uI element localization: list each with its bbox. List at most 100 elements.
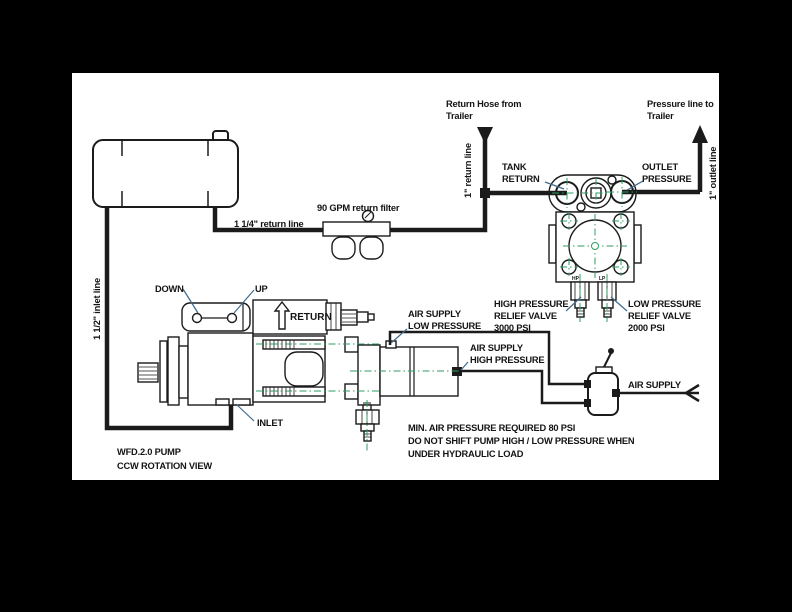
inlet-label: INLET bbox=[257, 418, 283, 428]
air-shift-cylinder bbox=[256, 340, 468, 452]
down-port bbox=[191, 312, 203, 324]
pump-id-label-2: CCW ROTATION VIEW bbox=[117, 461, 212, 471]
return-fitting-tip bbox=[367, 313, 375, 321]
hydraulic-lines bbox=[104, 125, 708, 431]
down-label: DOWN bbox=[155, 284, 184, 294]
down-leader bbox=[182, 288, 199, 314]
cylinder-centerlines bbox=[256, 343, 468, 452]
air-supply-arrow-icon bbox=[683, 383, 700, 403]
center-flange-ear-top bbox=[607, 175, 617, 185]
fitting-thread-hatch bbox=[342, 313, 356, 323]
air-high-label-1: AIR SUPPLY bbox=[470, 343, 524, 353]
pump-foot-right bbox=[232, 398, 251, 406]
pressure-line-label-1: Pressure line to bbox=[647, 99, 714, 109]
inlet-line-size-label: 1 1/2" inlet line bbox=[92, 278, 102, 340]
pump-spline-shaft bbox=[137, 362, 159, 383]
air-supply-label: AIR SUPPLY bbox=[628, 380, 682, 390]
toggle-port-high bbox=[584, 399, 591, 407]
pump-assembly bbox=[137, 299, 375, 406]
pump-id-label-1: WFD.2.0 PUMP bbox=[117, 447, 181, 457]
tank-return-label-1: TANK bbox=[502, 162, 527, 172]
shift-box bbox=[181, 302, 251, 332]
note-line-2: DO NOT SHIFT PUMP HIGH / LOW PRESSURE WH… bbox=[408, 436, 635, 446]
lp-relief-label-2: RELIEF VALVE bbox=[628, 311, 691, 321]
inlet-leader bbox=[235, 403, 255, 422]
up-leader bbox=[233, 289, 255, 314]
valve-centerlines bbox=[552, 177, 637, 322]
tank-body bbox=[92, 139, 239, 208]
air-circuit bbox=[388, 330, 700, 416]
toggle-lever bbox=[603, 352, 612, 368]
toggle-valve bbox=[584, 348, 620, 416]
valve-body-tab-left bbox=[548, 224, 557, 264]
lp-relief-label-1: LOW PRESSURE bbox=[628, 299, 701, 309]
hex-facet-lines bbox=[330, 303, 337, 330]
note-line-1: MIN. AIR PRESSURE REQUIRED 80 PSI bbox=[408, 423, 575, 433]
hp-relief-label-1: HIGH PRESSURE bbox=[494, 299, 568, 309]
hp-relief-leader bbox=[565, 296, 582, 312]
air-low-leader bbox=[390, 328, 408, 344]
filter-element-left bbox=[331, 236, 356, 260]
tank-to-filter-line bbox=[212, 206, 326, 233]
air-low-label-1: AIR SUPPLY bbox=[408, 309, 462, 319]
pressure-line-label-2: Trailer bbox=[647, 111, 674, 121]
pump-neck bbox=[178, 345, 189, 399]
outlet-pressure-label-2: PRESSURE bbox=[642, 174, 692, 184]
pump-flange-plate-1 bbox=[159, 340, 168, 403]
cylinder-mount-plate bbox=[357, 344, 381, 406]
return-up-arrow-icon bbox=[273, 300, 291, 330]
valve-body-tab-right bbox=[633, 224, 642, 264]
return-line-size-label: 1" return line bbox=[463, 143, 473, 198]
toggle-port-supply bbox=[612, 389, 620, 397]
shaft-spline-hatch bbox=[139, 366, 157, 380]
labels: Return Hose from Trailer Pressure line t… bbox=[92, 99, 718, 471]
return-filter bbox=[322, 209, 391, 260]
tank-baffle-marks bbox=[121, 141, 209, 206]
filter-element-right bbox=[359, 236, 384, 260]
air-high-line bbox=[461, 369, 586, 405]
outlet-line-size-label: 1" outlet line bbox=[708, 147, 718, 200]
pump-foot-left bbox=[215, 398, 230, 406]
lp-relief-leader bbox=[610, 296, 628, 312]
return-hose-label-2: Trailer bbox=[446, 111, 473, 121]
toggle-knob bbox=[608, 348, 614, 354]
outlet-pressure-leader bbox=[626, 180, 644, 191]
note-line-3: UNDER HYDRAULIC LOAD bbox=[408, 449, 524, 459]
filter-gauge-needle bbox=[364, 211, 372, 219]
center-flange-ear-bottom bbox=[576, 202, 586, 212]
valve-block: HP LP bbox=[480, 174, 700, 322]
pump-yoke-cutout bbox=[284, 351, 324, 387]
air-low-line bbox=[388, 330, 586, 386]
pump-flange-plate-2 bbox=[167, 336, 180, 406]
leader-lines bbox=[182, 180, 644, 422]
filter-label: 90 GPM return filter bbox=[317, 203, 400, 213]
hp-relief-label-2: RELIEF VALVE bbox=[494, 311, 557, 321]
return-line-114-label: 1 1/4" return line bbox=[234, 219, 304, 229]
hp-relief-label-3: 3000 PSI bbox=[494, 323, 531, 333]
lp-port-label: LP bbox=[599, 276, 606, 282]
up-label: UP bbox=[255, 284, 268, 294]
return-hose-label-1: Return Hose from bbox=[446, 99, 521, 109]
air-high-label-2: HIGH PRESSURE bbox=[470, 355, 544, 365]
air-low-label-2: LOW PRESSURE bbox=[408, 321, 481, 331]
toggle-port-low bbox=[584, 380, 591, 388]
hydraulic-tank bbox=[92, 130, 239, 208]
line-junction-dot bbox=[480, 188, 490, 198]
air-high-leader bbox=[460, 361, 469, 371]
inlet-line bbox=[104, 206, 234, 431]
return-hose-arrow-icon bbox=[477, 127, 493, 144]
filter-to-riser-line bbox=[388, 130, 488, 233]
pump-main-body bbox=[187, 332, 254, 406]
return-fitting-small bbox=[356, 311, 369, 323]
up-port bbox=[226, 312, 238, 324]
return-fitting-mid bbox=[340, 309, 358, 326]
outlet-pressure-label-1: OUTLET bbox=[642, 162, 679, 172]
tank-return-label-2: RETURN bbox=[502, 174, 540, 184]
pump-return-label: RETURN bbox=[290, 312, 332, 323]
hp-port-label: HP bbox=[572, 276, 580, 282]
lp-relief-label-3: 2000 PSI bbox=[628, 323, 665, 333]
filter-manifold bbox=[322, 221, 391, 237]
pressure-line-arrow-icon bbox=[692, 125, 708, 143]
